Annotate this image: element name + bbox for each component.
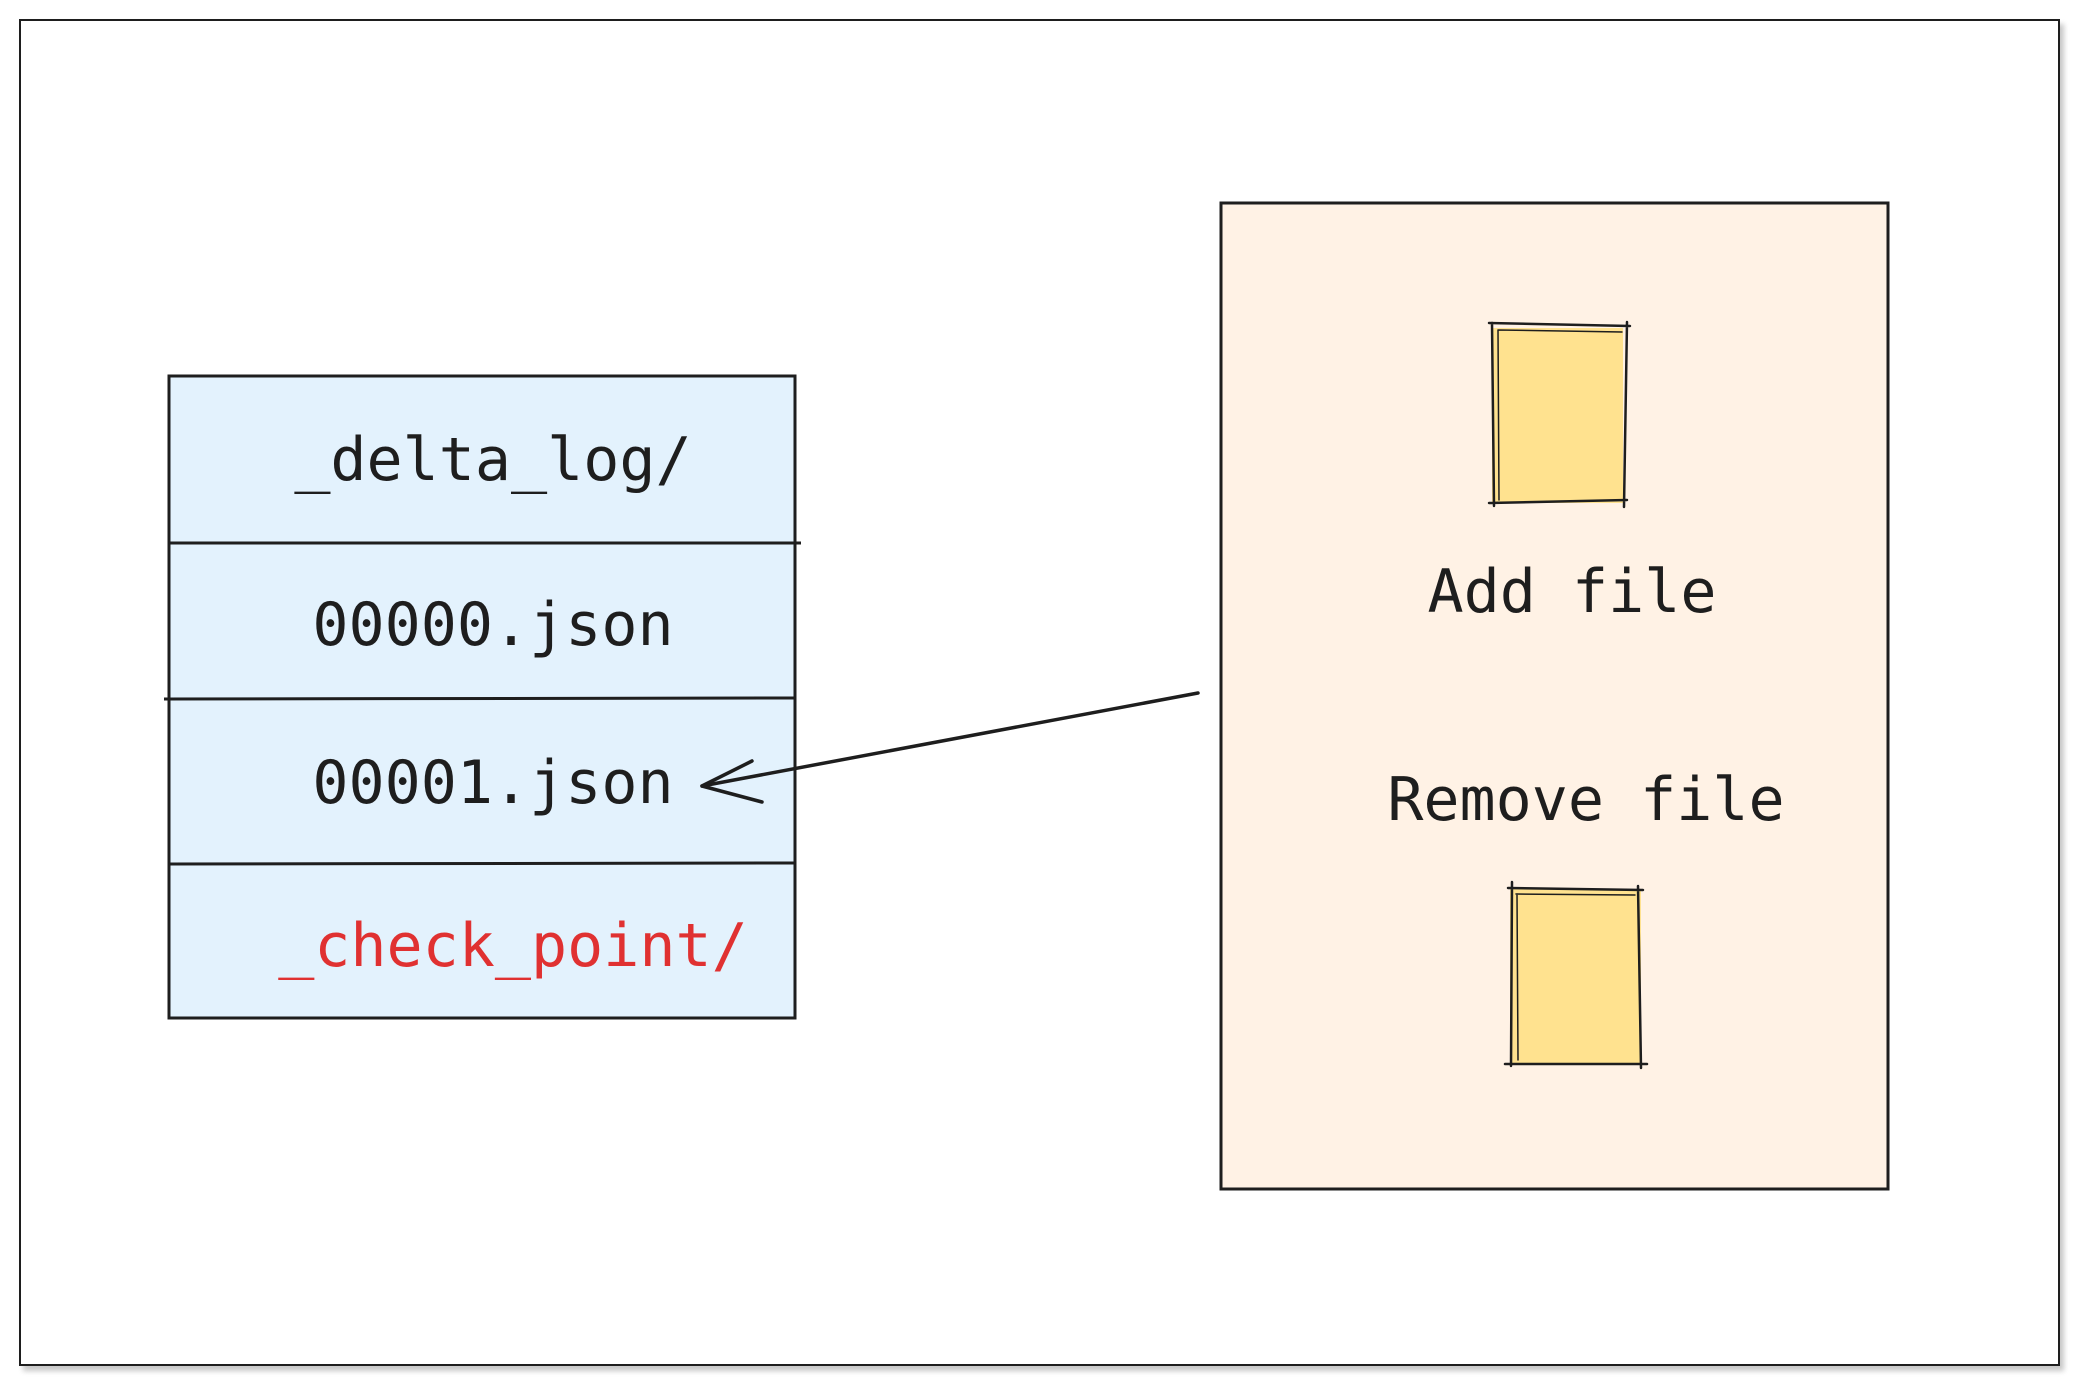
add-file-icon (1487, 320, 1632, 509)
remove-file-icon (1503, 880, 1649, 1070)
table-row-check-point: _check_point/ (278, 911, 748, 981)
table-divider (168, 861, 796, 866)
commit-content-box: Add file Remove file (1219, 201, 1890, 1191)
remove-file-label: Remove file (1387, 765, 1784, 835)
delta-log-table: _delta_log/ 00000.json 00001.json _check… (163, 374, 801, 1020)
table-row-delta-log: _delta_log/ (294, 425, 691, 495)
table-divider (163, 696, 796, 701)
table-row-00001-json: 00001.json (312, 748, 673, 818)
table-row-00000-json: 00000.json (312, 590, 673, 660)
commit-arrow (700, 691, 1200, 804)
add-file-label: Add file (1428, 557, 1717, 627)
arrow-head (700, 759, 764, 804)
arrow-shaft (700, 691, 1200, 788)
